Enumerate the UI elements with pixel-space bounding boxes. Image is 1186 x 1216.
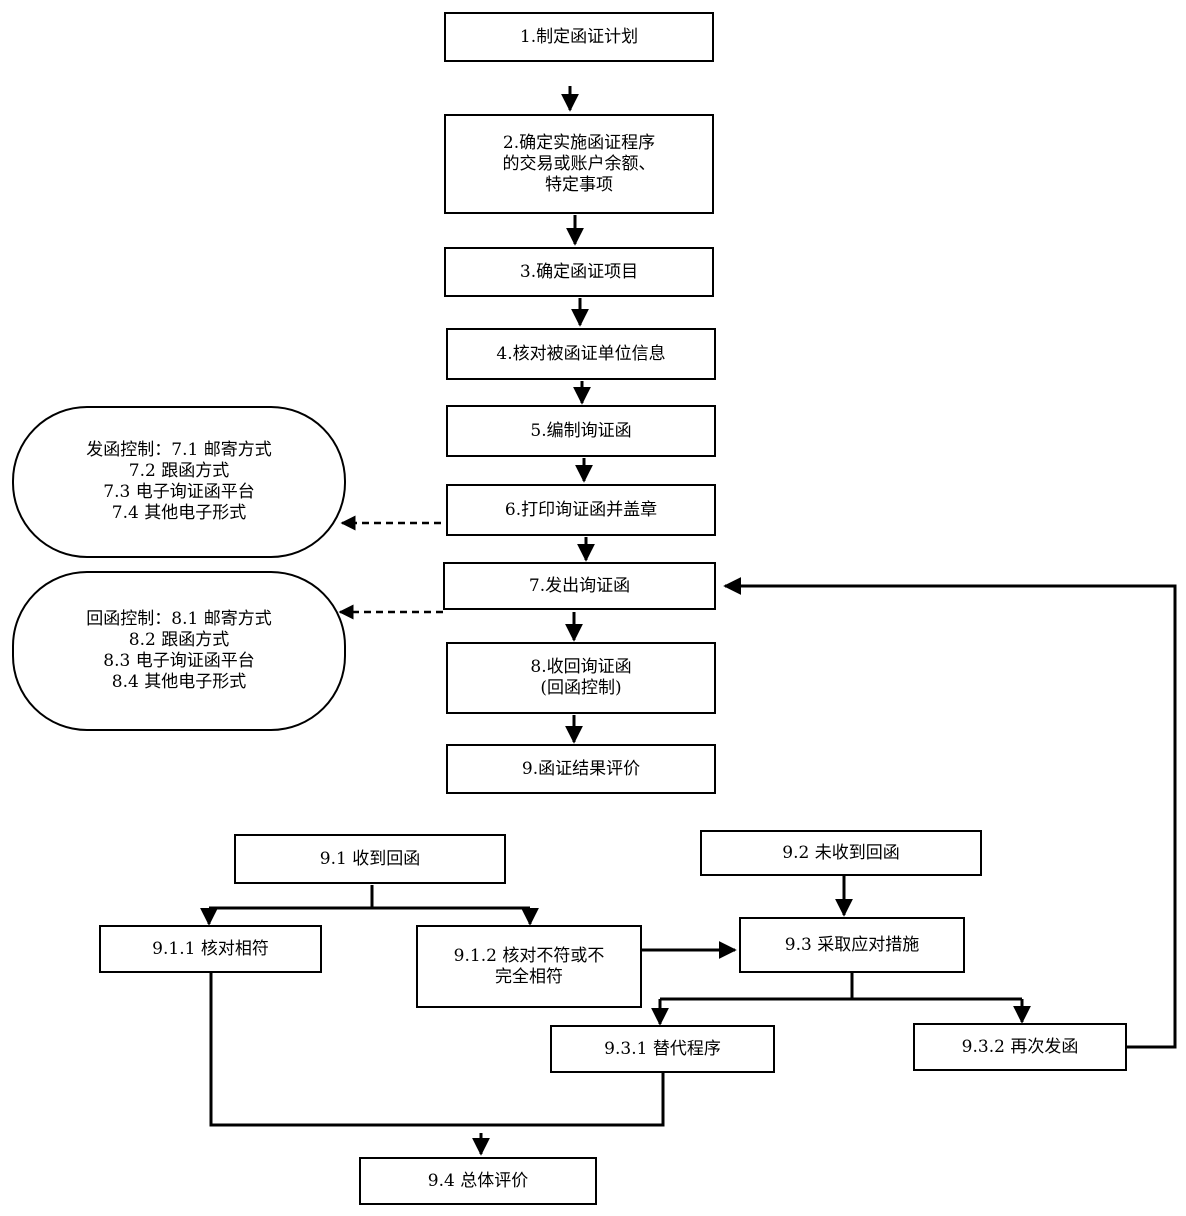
- step-6-print-box: 6.打印询证函并盖章: [446, 484, 716, 536]
- step-8-collect-box: 8.收回询证函 (回函控制): [446, 642, 716, 714]
- result-9-3-2-resend-box: 9.3.2 再次发函: [913, 1023, 1127, 1071]
- result-9-3-1-alternative-box: 9.3.1 替代程序: [550, 1025, 775, 1073]
- loop-932-to-7: [723, 577, 1177, 1049]
- step-4-verify-box: 4.核对被函证单位信息: [446, 328, 716, 380]
- step-7-send-box: 7.发出询证函: [443, 562, 716, 610]
- step-1-plan-box: 1.制定函证计划: [444, 12, 714, 62]
- line-911-merge: [209, 973, 665, 1127]
- result-9-1-received-box: 9.1 收到回函: [234, 834, 506, 884]
- result-9-3-response-box: 9.3 采取应对措施: [739, 917, 965, 973]
- step-2-scope-box: 2.确定实施函证程序 的交易或账户余额、 特定事项: [444, 114, 714, 214]
- send-control-oval: 发函控制：7.1 邮寄方式 7.2 跟函方式 7.3 电子询证函平台 7.4 其…: [12, 406, 346, 558]
- step-5-compose-box: 5.编制询证函: [446, 405, 716, 457]
- step-9-evaluate-box: 9.函证结果评价: [446, 744, 716, 794]
- step-3-items-box: 3.确定函证项目: [444, 247, 714, 297]
- reply-control-oval: 回函控制：8.1 邮寄方式 8.2 跟函方式 8.3 电子询证函平台 8.4 其…: [12, 571, 346, 731]
- result-9-2-not-received-box: 9.2 未收到回函: [700, 830, 982, 876]
- result-9-4-overall-box: 9.4 总体评价: [359, 1157, 597, 1205]
- result-9-1-1-match-box: 9.1.1 核对相符: [99, 925, 322, 973]
- result-9-1-2-mismatch-box: 9.1.2 核对不符或不 完全相符: [416, 925, 642, 1008]
